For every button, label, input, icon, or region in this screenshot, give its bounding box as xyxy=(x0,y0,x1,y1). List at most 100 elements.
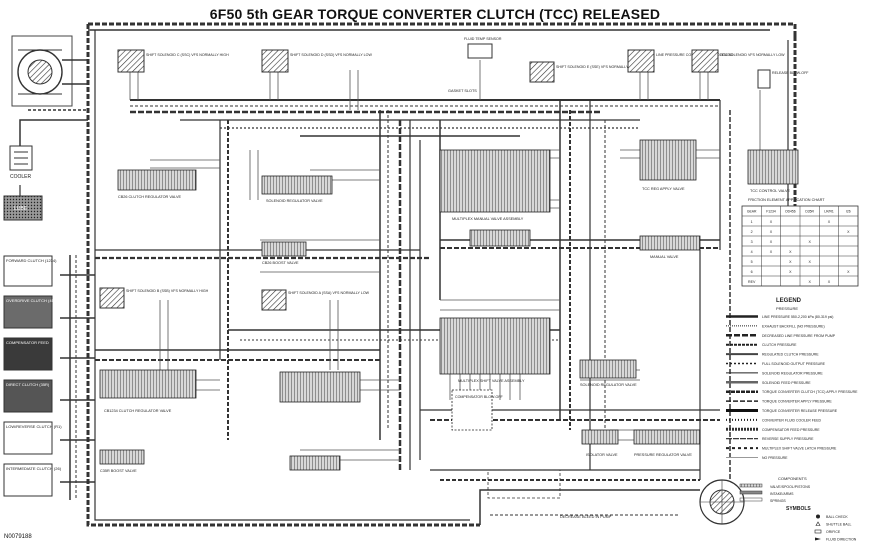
fluid-temp-label: FLUID TEMP SENSOR xyxy=(464,37,502,41)
direct-clutch-block: DIRECT CLUTCH (35R) xyxy=(3,379,53,413)
compensator-blowoff-label: COMPENSATOR BLOW-OFF xyxy=(455,395,504,399)
pump xyxy=(699,479,745,525)
apply-chart-cell: X xyxy=(808,240,811,244)
apply-chart-cell: X xyxy=(789,250,792,254)
inset-box xyxy=(487,469,561,499)
apply-chart: FRICTION ELEMENT APPLICATION CHART GEAR F… xyxy=(741,198,859,287)
apply-chart-header: OD456 xyxy=(785,210,796,214)
cb26-boost-valve: CB26 BOOST VALVE xyxy=(261,241,307,265)
apply-chart-cell: X xyxy=(770,220,773,224)
overdrive-clutch-block: OVERDRIVE CLUTCH (456) xyxy=(3,295,58,329)
apply-chart-cell: REV xyxy=(748,280,756,284)
overdrive-clutch-label: OVERDRIVE CLUTCH (456) xyxy=(6,298,58,303)
apply-chart-header: I26 xyxy=(846,210,851,214)
solenoid-sse: SHIFT SOLENOID E (SSE) VFS NORMALLY HIGH xyxy=(529,61,639,83)
lube-block: LUBE xyxy=(3,195,43,221)
solenoids: SHIFT SOLENOID C (SSC) VFS NORMALLY HIGH… xyxy=(99,37,809,311)
components-title: COMPONENTS xyxy=(778,476,807,481)
symbols-title: SYMBOLS xyxy=(786,506,811,512)
legend-item-label: CLUTCH PRESSURE xyxy=(762,343,797,347)
legend-item-label: SOLENOID REGULATOR PRESSURE xyxy=(762,371,823,375)
c35r-boost-label: C35R BOOST VALVE xyxy=(100,469,137,473)
compensator-feed-block: COMPENSATOR FEED xyxy=(3,337,53,371)
legend-item-label: REVERSE SUPPLY PRESSURE xyxy=(762,437,814,441)
apply-chart-cell: X xyxy=(847,230,850,234)
manual-valve: MANUAL VALVE xyxy=(639,235,701,259)
apply-chart-cell: X xyxy=(808,280,811,284)
multiplex-manual-valve: MULTIPLEX MANUAL VALVE ASSEMBLY xyxy=(439,149,551,221)
apply-chart-cell: X xyxy=(789,270,792,274)
sol-reg-label: SOLENOID REGULATOR VALVE xyxy=(266,199,323,203)
multiplex-shift-valve: MULTIPLEX SHIFT VALVE ASSEMBLY xyxy=(439,317,551,383)
solenoid-ssd: SHIFT SOLENOID D (SSD) VFS NORMALLY LOW xyxy=(261,49,372,73)
solenoid-ssb: SHIFT SOLENOID B (SSB) VFS NORMALLY HIGH xyxy=(99,287,209,309)
apply-chart-cell: X xyxy=(828,220,831,224)
ball-check-icon xyxy=(816,514,820,519)
cb1234-reg-label: CB1234 CLUTCH REGULATOR VALVE xyxy=(104,409,172,413)
component-swatch xyxy=(739,490,763,495)
lowreverse-clutch-label: LOW/REVERSE CLUTCH (R1) xyxy=(6,424,62,429)
page-title: 6F50 5th GEAR TORQUE CONVERTER CLUTCH (T… xyxy=(209,6,661,22)
lube-label: LUBE xyxy=(14,206,28,212)
apply-chart-cell: 1 xyxy=(751,220,753,224)
solenoid-ssa: SHIFT SOLENOID A (SSA) VFS NORMALLY LOW xyxy=(261,289,370,311)
apply-chart-cell: X xyxy=(828,280,831,284)
cb26-reg-label: CB26 CLUTCH REGULATOR VALVE xyxy=(118,195,181,199)
apply-chart-header: F1234 xyxy=(766,210,776,214)
fluid-direction-icon xyxy=(815,537,821,541)
component-legend-label: INTAKE/ARMS xyxy=(770,492,794,496)
symbol-legend-label: ORIFICE xyxy=(826,530,841,534)
manual-valve-label: MANUAL VALVE xyxy=(650,255,679,259)
cooler-block: COOLER xyxy=(9,145,33,180)
isolator-label: ISOLATOR VALVE xyxy=(586,453,618,457)
pressure-reg-label: PRESSURE REGULATOR VALVE xyxy=(634,453,692,457)
apply-chart-cell: X xyxy=(789,260,792,264)
apply-chart-cell: X xyxy=(770,230,773,234)
ssa-label: SHIFT SOLENOID A (SSA) VFS NORMALLY LOW xyxy=(288,291,370,295)
legend-item-label: SOLENOID FEED PRESSURE xyxy=(762,381,811,385)
legend-item-label: LINE PRESSURE 550-2,200 kPa (80-319 psi) xyxy=(762,315,833,319)
gasket-slots-label: GASKET SLOTS xyxy=(448,89,477,93)
legend-item-label: COMPENSATOR FEED PRESSURE xyxy=(762,428,820,432)
apply-chart-cell: 6 xyxy=(751,270,753,274)
direct-clutch-label: DIRECT CLUTCH (35R) xyxy=(6,382,50,387)
apply-chart-cell: X xyxy=(847,270,850,274)
component-swatch xyxy=(739,483,763,488)
tcc-control-valve: TCC CONTROL VALVE xyxy=(747,149,799,193)
apply-chart-cell: 3 xyxy=(751,240,753,244)
forward-clutch-label: FORWARD CLUTCH (1234) xyxy=(6,258,57,263)
torque-converter xyxy=(11,35,88,107)
apply-chart-cell: X xyxy=(770,240,773,244)
solenoid-ssc: SHIFT SOLENOID C (SSC) VFS NORMALLY HIGH xyxy=(117,49,229,73)
legend-item-label: TORQUE CONVERTER RELEASE PRESSURE xyxy=(762,409,838,413)
apply-chart-header: GEAR xyxy=(747,210,757,214)
tcc-solenoid-label: TCC SOLENOID VFS NORMALLY LOW xyxy=(720,53,785,57)
legend-item-label: EXHAUST BACKFILL (NO PRESSURE) xyxy=(762,324,825,328)
release-blowoff-label: RELEASE BLOW-OFF xyxy=(772,71,809,75)
multiplex-manual-label: MULTIPLEX MANUAL VALVE ASSEMBLY xyxy=(452,217,524,221)
apply-chart-cell: 4 xyxy=(751,250,753,254)
component-legend-label: VALVE/SPOOL/PISTONS xyxy=(770,485,811,489)
legend-items: LINE PRESSURE 550-2,200 kPa (80-319 psi)… xyxy=(726,315,858,460)
multiplex-shift-label: MULTIPLEX SHIFT VALVE ASSEMBLY xyxy=(458,379,525,383)
sol-reg-2-label: SOLENOID REGULATOR VALVE xyxy=(580,383,637,387)
apply-chart-cell: X xyxy=(770,250,773,254)
intermediate-clutch-label: INTERMEDIATE CLUTCH (26) xyxy=(6,466,62,471)
legend-item-label: TORQUE CONVERTER APPLY PRESSURE xyxy=(762,400,832,404)
compensator-blowoff: COMPENSATOR BLOW-OFF xyxy=(451,389,504,431)
symbol-legend-label: SHUTTLE BALL xyxy=(826,523,852,527)
tcc-reg-apply-label: TCC REG APPLY VALVE xyxy=(642,187,685,191)
legend-item-label: NO PRESSURE xyxy=(762,456,788,460)
apply-chart-header: LR/R1 xyxy=(824,210,834,214)
tcc-control-label: TCC CONTROL VALVE xyxy=(750,189,790,193)
shuttle-ball-icon xyxy=(815,521,821,526)
cooler-label: COOLER xyxy=(10,174,32,180)
symbol-legend-label: FLUID DIRECTION xyxy=(826,538,857,542)
legend-title: LEGEND xyxy=(776,298,802,304)
apply-chart-title: FRICTION ELEMENT APPLICATION CHART xyxy=(748,198,825,202)
ssd-label: SHIFT SOLENOID D (SSD) VFS NORMALLY LOW xyxy=(290,53,372,57)
